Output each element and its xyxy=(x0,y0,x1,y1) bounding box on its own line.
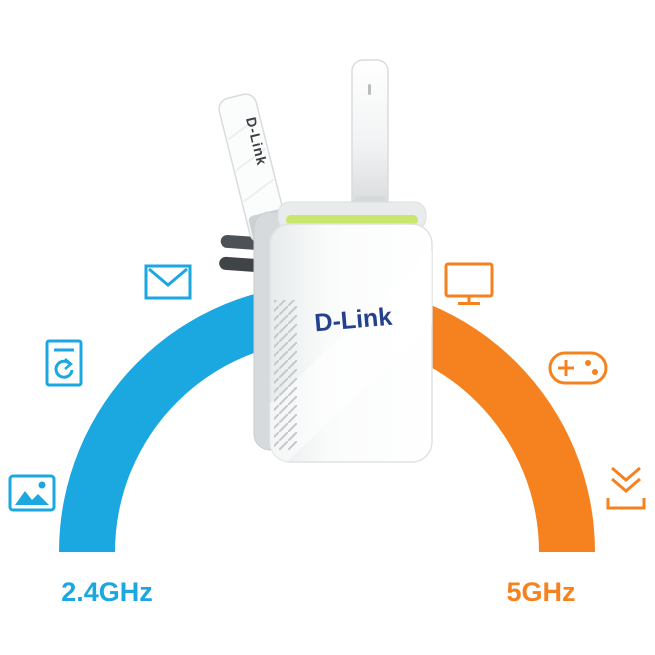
download-icon xyxy=(606,466,646,510)
mail-icon xyxy=(144,264,192,300)
photo-icon xyxy=(8,474,56,512)
gamepad-icon xyxy=(548,351,608,385)
band-label-5ghz: 5GHz xyxy=(506,577,575,607)
antenna-right xyxy=(351,59,389,222)
tv-icon xyxy=(444,262,494,305)
led-strip xyxy=(286,215,418,225)
document-history-icon xyxy=(45,339,83,387)
vent-slits xyxy=(274,300,297,450)
brand-logo-text: D-Link xyxy=(313,303,393,338)
band-label-2-4ghz: 2.4GHz xyxy=(61,577,153,607)
body-gloss-highlight xyxy=(270,250,432,462)
range-extender-device: D-Link D-Link xyxy=(218,59,433,463)
